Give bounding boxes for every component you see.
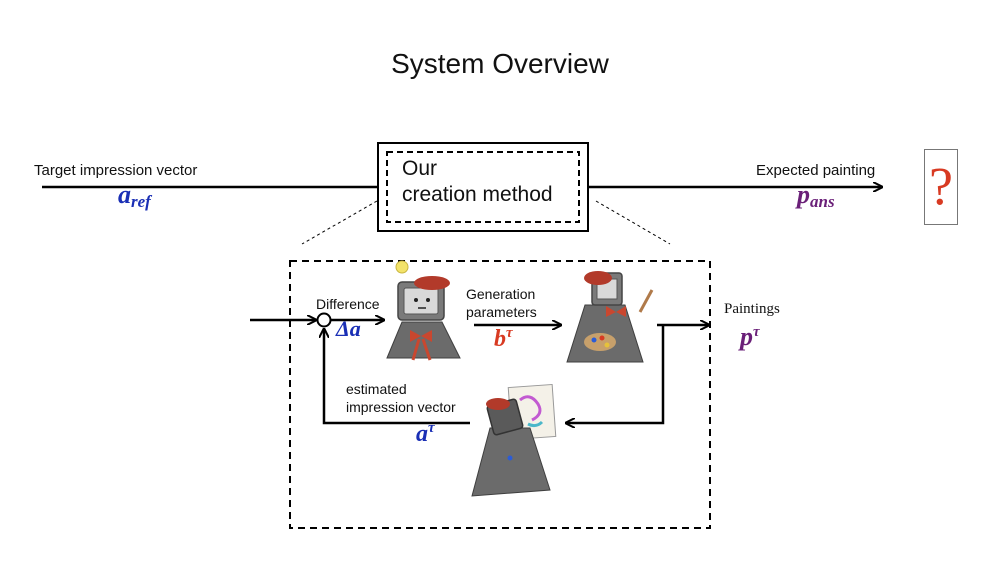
method-box-outer: [377, 142, 589, 232]
difference-label: Difference: [316, 296, 380, 312]
generation-symbol-superscript: τ: [506, 325, 513, 341]
summing-junction: [316, 312, 332, 328]
robot-evaluating-illustration: [471, 383, 557, 497]
page-title: System Overview: [391, 48, 609, 79]
estimated-symbol-main: a: [416, 421, 428, 447]
method-box-inner: [386, 151, 580, 223]
feedback-arrow-left: [324, 329, 470, 425]
method-label-line2: creation method: [402, 183, 553, 206]
lightbulb-icon: [395, 260, 409, 274]
input-symbol-subscript: ref: [131, 192, 151, 211]
estimated-symbol: aτ: [416, 420, 435, 448]
feedback-arrow-right: [566, 325, 665, 423]
robot-painter-illustration: [566, 271, 654, 363]
estimated-label-line2: impression vector: [346, 399, 456, 415]
output-symbol-subscript: ans: [810, 192, 835, 211]
method-label-line1: Our: [402, 157, 438, 180]
generation-symbol-main: b: [494, 326, 506, 352]
paintings-symbol-superscript: τ: [753, 324, 760, 340]
output-label: Expected painting: [756, 162, 876, 179]
output-symbol: pans: [797, 180, 835, 212]
difference-symbol: Δa: [336, 316, 361, 341]
estimated-label-line1: estimated: [346, 381, 407, 397]
output-symbol-main: p: [797, 180, 810, 209]
unknown-painting-icon: ?: [924, 149, 958, 225]
paintings-symbol: pτ: [740, 322, 760, 352]
input-label: Target impression vector: [34, 162, 198, 179]
input-symbol: aref: [118, 180, 151, 212]
paintings-label: Paintings: [724, 301, 780, 317]
estimated-symbol-superscript: τ: [428, 420, 435, 436]
zoom-line-left: [301, 200, 378, 245]
paintbrush-icon: [638, 289, 654, 313]
input-symbol-main: a: [118, 180, 131, 209]
generation-symbol: bτ: [494, 325, 513, 353]
robot-thinking-illustration: [386, 260, 461, 361]
zoom-line-right: [595, 200, 671, 245]
paintings-symbol-main: p: [740, 322, 753, 351]
detail-box: [289, 260, 711, 529]
generation-label-line1: Generation: [466, 286, 536, 302]
generation-label-line2: parameters: [466, 304, 537, 320]
